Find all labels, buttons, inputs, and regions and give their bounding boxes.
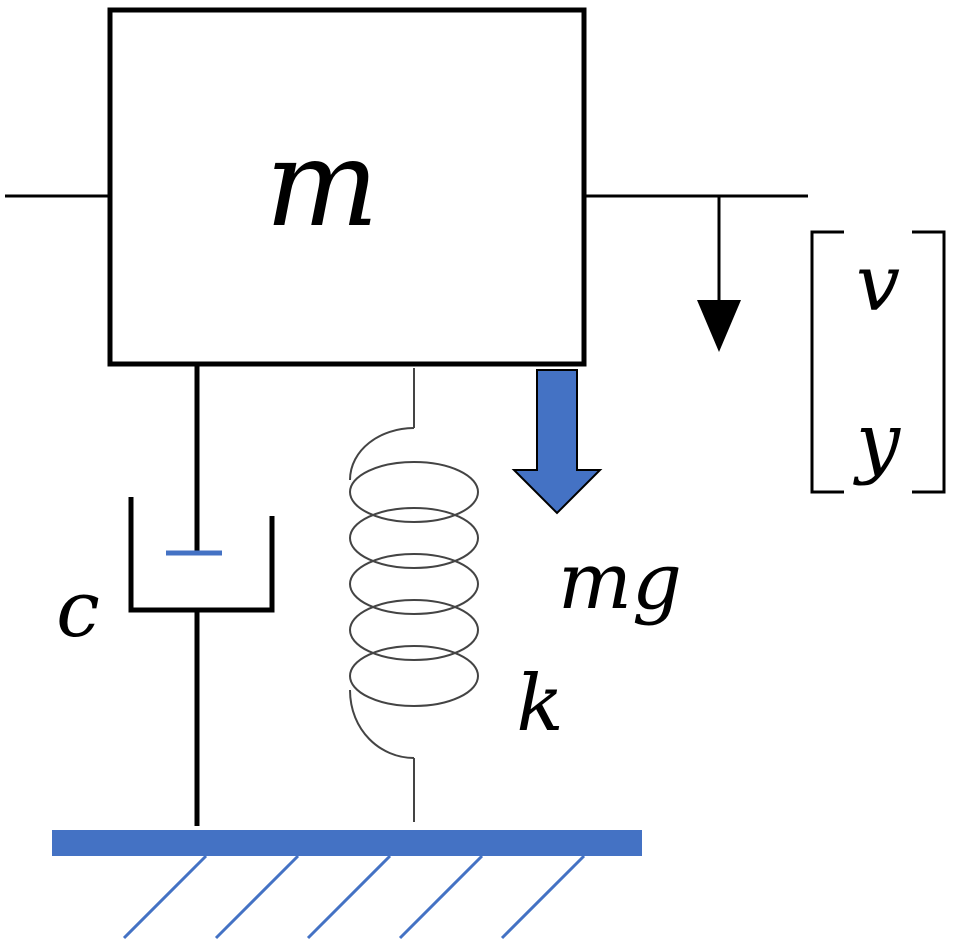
right-bracket <box>912 230 946 494</box>
spring <box>349 368 479 822</box>
vector-top-label: v <box>856 239 900 329</box>
gravity-force-arrow <box>511 369 603 515</box>
mass-label: m <box>265 115 379 254</box>
displacement-arrow <box>697 196 741 352</box>
vector-bottom-label: y <box>853 397 901 487</box>
gravity-force-label: mg <box>558 537 682 627</box>
state-vector: v y <box>810 230 946 494</box>
ground-hatching <box>122 854 586 940</box>
damper <box>128 364 275 826</box>
mass-block <box>107 7 587 367</box>
ground-bar <box>52 830 642 856</box>
spring-label: k <box>516 659 563 749</box>
damper-label: c <box>56 565 100 655</box>
left-bracket <box>810 230 844 494</box>
damper-cylinder <box>128 497 275 613</box>
